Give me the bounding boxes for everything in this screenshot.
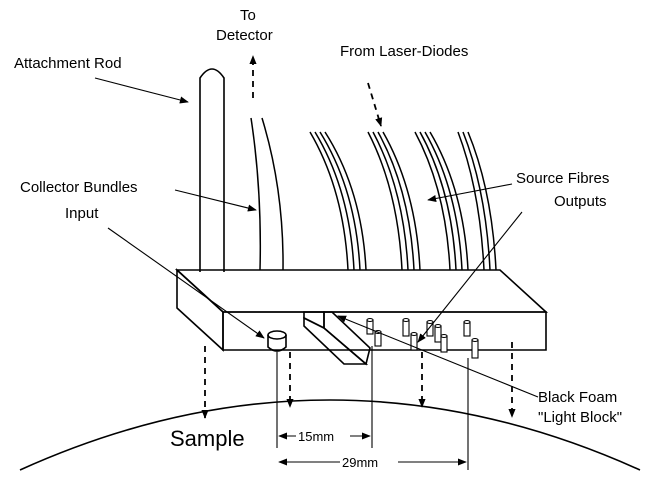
from-laser-diodes-label: From Laser-Diodes — [340, 43, 468, 60]
attachment-rod-label: Attachment Rod — [14, 55, 122, 72]
attachment-rod — [199, 68, 225, 272]
collector-bundles-label: Collector Bundles — [20, 179, 138, 196]
light-path-arrows — [201, 55, 516, 419]
input-label: Input — [65, 205, 99, 222]
outputs-label: Outputs — [554, 193, 607, 210]
detector-label: Detector — [216, 27, 273, 44]
probe-block — [174, 268, 549, 352]
source-fibre-bundles — [309, 131, 497, 271]
leader-arrows — [94, 77, 539, 398]
to-label: To — [240, 7, 256, 24]
sample-label: Sample — [170, 426, 245, 451]
light-block — [303, 311, 371, 366]
collector-input-cylinder — [267, 330, 287, 352]
source-fibres-label: Source Fibres — [516, 170, 609, 187]
dimension-reference-lines — [276, 346, 469, 470]
sample-surface — [19, 399, 641, 471]
dim-15mm-label: 15mm — [298, 429, 334, 444]
dim-29mm-label: 29mm — [342, 455, 378, 470]
light-block-label: "Light Block" — [538, 409, 622, 426]
black-foam-label: Black Foam — [538, 389, 617, 406]
source-fibre-output-pins — [366, 317, 479, 359]
collector-bundle-fibres — [250, 117, 284, 271]
